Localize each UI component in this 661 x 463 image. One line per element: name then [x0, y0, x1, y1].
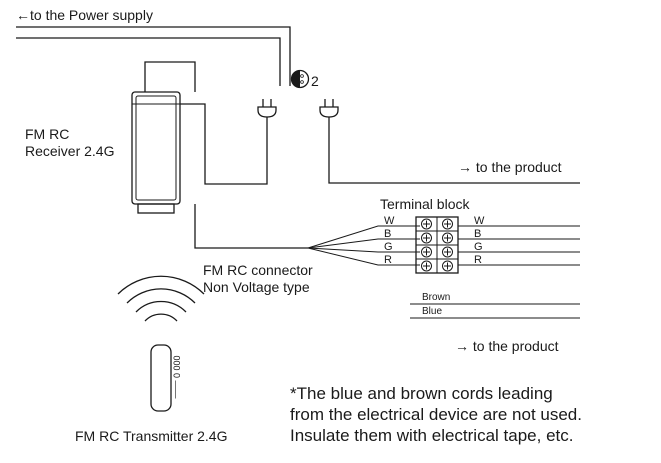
terminal-left-g: G [384, 241, 393, 253]
note-line-1: *The blue and brown cords leading [290, 384, 553, 403]
outlet-count-label: 2 [311, 73, 319, 89]
terminal-right-w: W [474, 215, 485, 227]
outlet-icon [290, 69, 310, 89]
blue-label: Blue [422, 306, 443, 317]
usage-note: *The blue and brown cords leading from t… [290, 383, 582, 446]
power-line-upper [16, 26, 291, 86]
plug-2-icon [319, 99, 339, 118]
receiver-label-line2: Receiver 2.4G [25, 143, 115, 159]
transmitter-device [150, 344, 172, 412]
receiver-power-wire [180, 103, 268, 185]
terminal-right-b: B [474, 228, 482, 240]
transmitter-markings: 000 0 —— [171, 355, 182, 399]
terminal-left-b: B [384, 228, 392, 240]
connector-wire [194, 204, 308, 249]
product-label-bottom: → to the product [455, 338, 559, 354]
receiver-device [131, 91, 181, 214]
transmitter-label: FM RC Transmitter 2.4G [75, 428, 228, 444]
connector-label-line2: Non Voltage type [203, 279, 310, 295]
terminal-output-wires [458, 225, 580, 266]
terminal-block-label: Terminal block [380, 196, 470, 212]
brown-label: Brown [422, 292, 451, 303]
product-label-top: → to the product [458, 159, 562, 175]
power-line-lower [16, 37, 281, 86]
connector-fanout [307, 225, 420, 266]
note-line-2: from the electrical device are not used. [290, 405, 582, 424]
note-line-3: Insulate them with electrical tape, etc. [290, 426, 574, 445]
product-wire-top [328, 117, 580, 184]
terminal-block [415, 216, 459, 274]
terminal-left-r: R [384, 254, 392, 266]
terminal-right-r: R [474, 254, 482, 266]
connector-label-line1: FM RC connector [203, 262, 313, 278]
receiver-label-line1: FM RC [25, 126, 70, 142]
terminal-right-g: G [474, 241, 483, 253]
power-supply-label: ←to the Power supply [16, 7, 153, 23]
receiver-cord [144, 61, 196, 92]
terminal-left-w: W [384, 215, 395, 227]
plug-1-icon [257, 99, 277, 118]
wireless-signal-icon [117, 275, 205, 322]
